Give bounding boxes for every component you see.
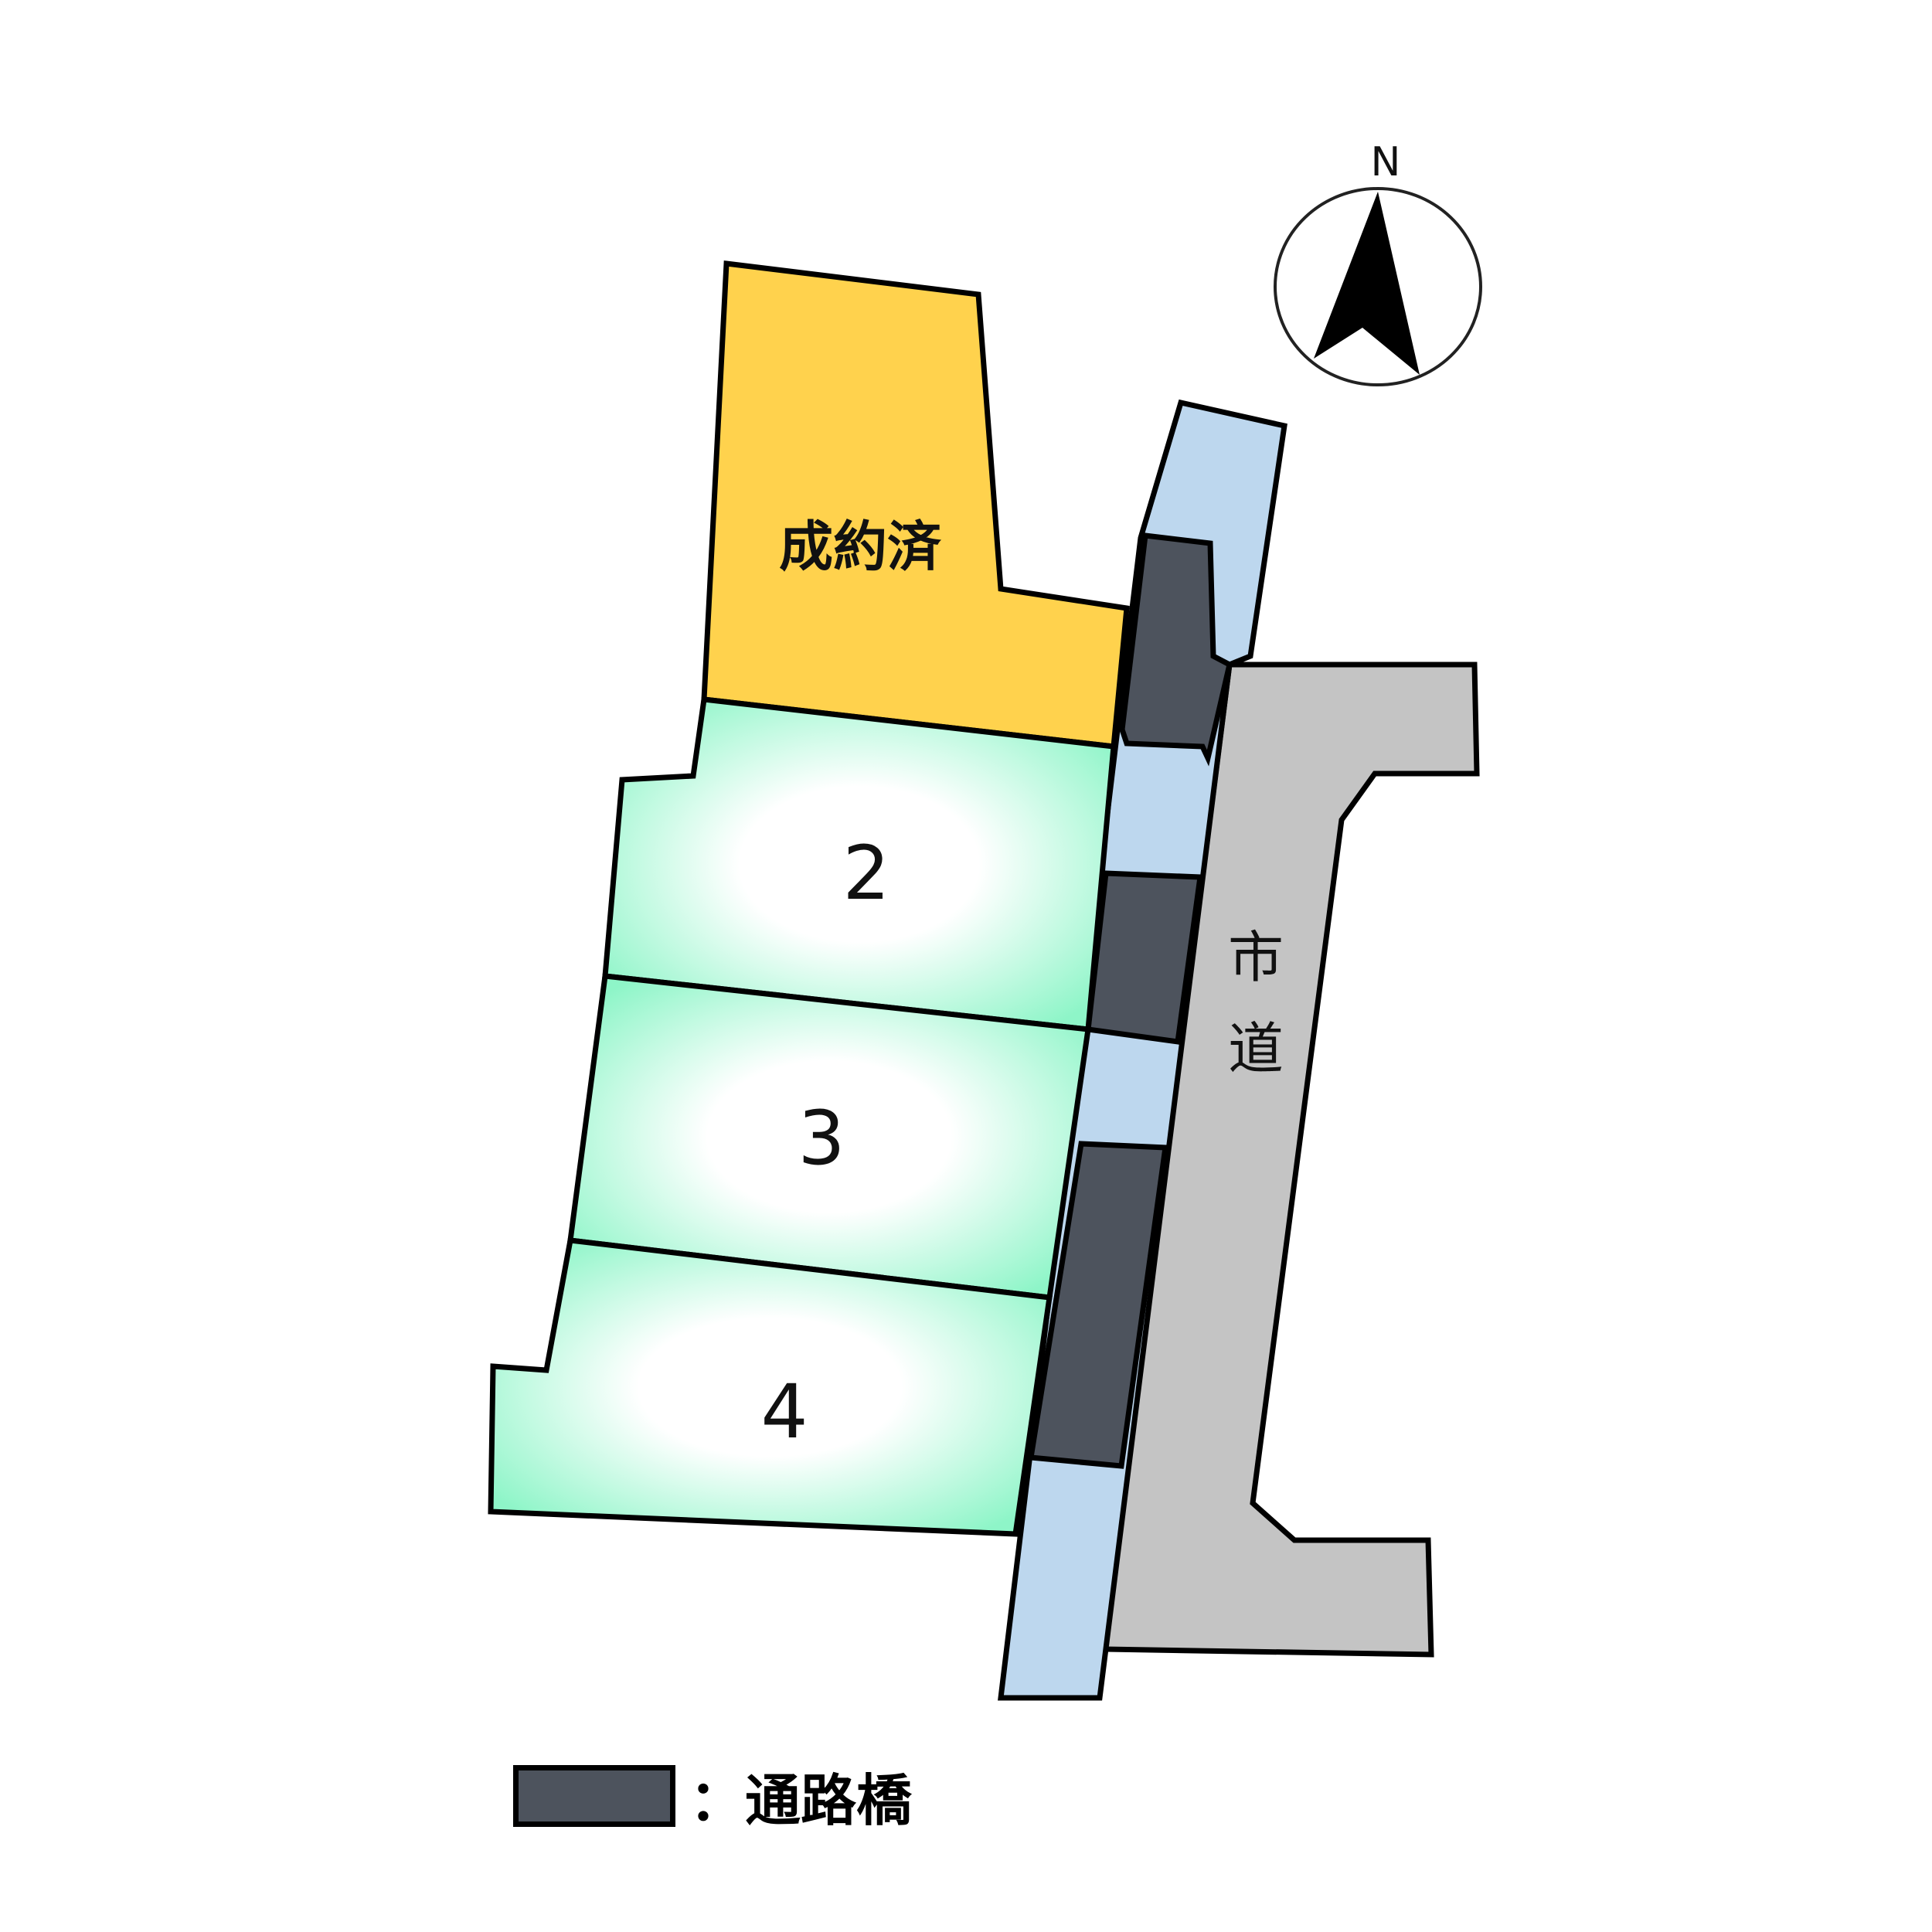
lot-4-label: 4 — [760, 1369, 808, 1455]
road-char-1: 市 — [1227, 925, 1284, 990]
city-road-label: 市 道 — [1221, 912, 1291, 1094]
north-arrow-icon — [1314, 192, 1420, 375]
bridge-legend-swatch — [513, 1764, 675, 1827]
bridge-1 — [1119, 532, 1233, 767]
bridge-2 — [1085, 870, 1203, 1045]
bridge-3 — [1027, 1141, 1168, 1469]
north-compass — [1274, 187, 1482, 386]
lot-2-label: 2 — [842, 830, 890, 917]
legend: ：通路橋 — [513, 1755, 912, 1836]
city-road — [1101, 662, 1480, 1658]
bridge-legend-label: ：通路橋 — [689, 1768, 913, 1833]
road-char-2: 道 — [1227, 1016, 1284, 1081]
compass-circle — [1274, 187, 1482, 386]
lot-sold-label: 成約済 — [779, 515, 941, 579]
compass-north-label: N — [1370, 139, 1401, 185]
lot-4[interactable] — [488, 1237, 1053, 1537]
lot-3-label: 3 — [798, 1095, 845, 1182]
